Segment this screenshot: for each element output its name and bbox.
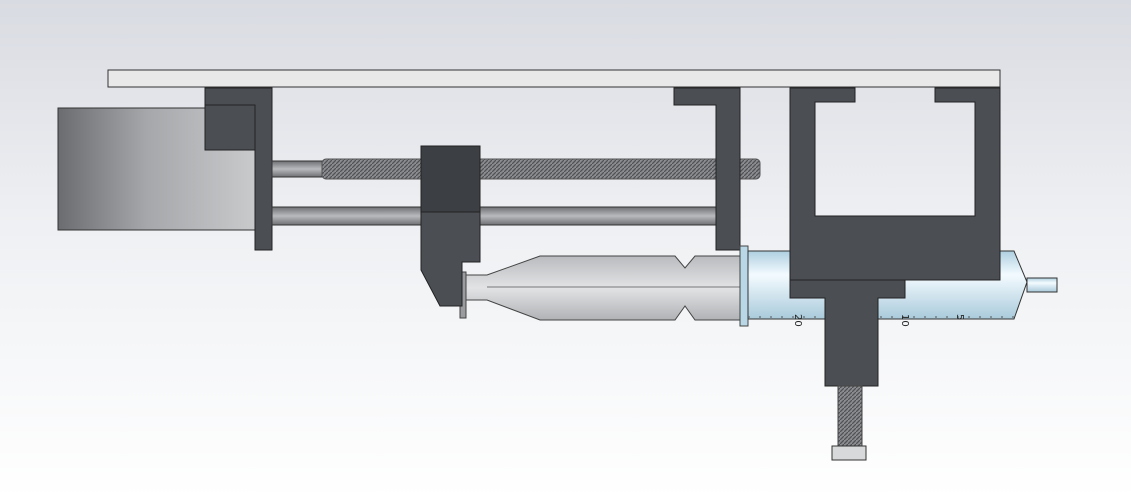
right-bracket xyxy=(673,87,741,251)
syringe-holder-frame xyxy=(789,87,1001,281)
scale-mark-20: 20 xyxy=(792,314,803,327)
carriage-block xyxy=(420,145,481,213)
lead-screw xyxy=(321,158,761,180)
screw-shaft xyxy=(271,160,323,178)
bolt-hex-head[interactable] xyxy=(831,445,867,461)
carriage-pusher xyxy=(420,211,481,307)
syringe-clamp xyxy=(789,279,906,387)
guide-rod xyxy=(271,206,717,226)
motor-flange xyxy=(204,103,256,151)
scale-mark-5: 5 xyxy=(954,314,965,320)
clamp-bolt[interactable] xyxy=(837,385,863,447)
scale-mark-10: 10 xyxy=(899,314,910,327)
syringe-nozzle xyxy=(1026,277,1058,293)
top-plate xyxy=(107,69,1001,88)
left-bracket xyxy=(204,87,273,251)
barrel-flange xyxy=(739,245,749,327)
